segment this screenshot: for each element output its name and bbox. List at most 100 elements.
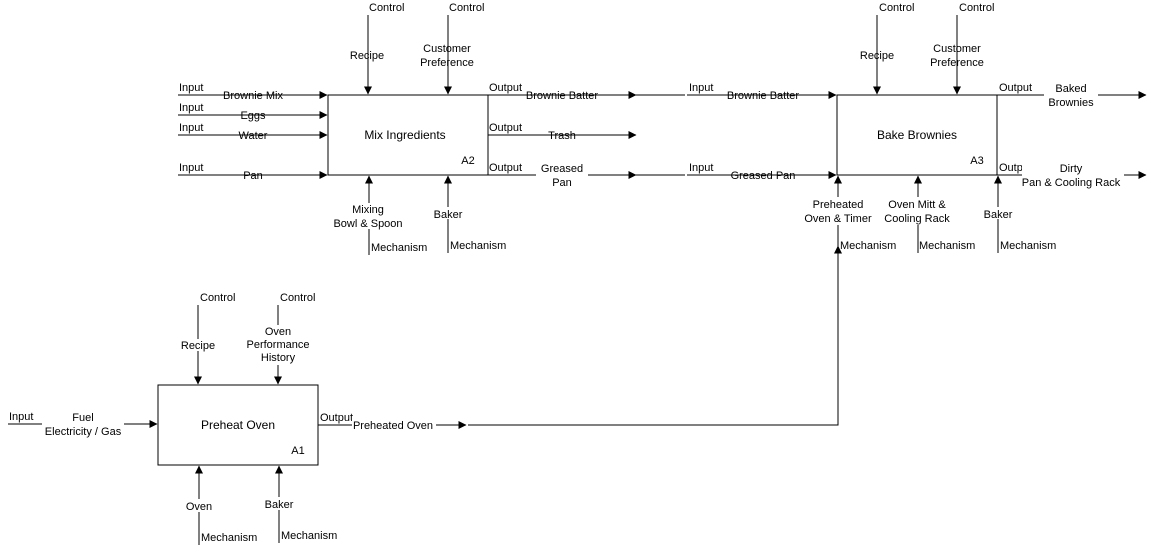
a2-output-greased-pan-label-1: Greased: [541, 163, 583, 175]
a2-input-eggs-role: Input: [179, 102, 203, 114]
a1-output-preheated-oven-label: Preheated Oven: [353, 420, 433, 432]
a3-mechanism-oven-timer-label-1: Preheated: [813, 199, 864, 211]
a1-mechanism-baker-label: Baker: [265, 499, 294, 511]
box-a3-title: Bake Brownies: [877, 128, 957, 142]
a1-mechanism-baker-role: Mechanism: [281, 530, 337, 542]
a1-mechanism-baker-label-bg: [263, 497, 297, 510]
a2-output-brownie-batter: Output Brownie Batter: [488, 82, 637, 102]
a2-output-greased-pan: Output Greased Pan: [488, 162, 637, 189]
a3-mechanism-baker: Baker Mechanism: [982, 175, 1056, 253]
a3-control-recipe: Control Recipe: [860, 2, 914, 95]
a2-input-pan-role: Input: [179, 162, 203, 174]
a2-output-trash-role: Output: [489, 122, 522, 134]
box-a1-id: A1: [291, 445, 304, 457]
a3-control-recipe-label: Recipe: [860, 50, 894, 62]
a2-input-brownie-mix-role: Input: [179, 82, 203, 94]
box-a1-title: Preheat Oven: [201, 418, 275, 432]
a2-mechanism-baker-role: Mechanism: [450, 240, 506, 252]
a2-control-preference-label-1: Customer: [423, 43, 471, 55]
a2-output-brownie-batter-label: Brownie Batter: [526, 90, 598, 102]
a2-control-recipe-label: Recipe: [350, 50, 384, 62]
box-a1: [157, 384, 319, 466]
a3-mechanism-mitt-label-2: Cooling Rack: [884, 213, 950, 225]
a1-control-history-label-3: History: [261, 352, 296, 364]
a2-input-water-label: Water: [239, 130, 268, 142]
process-a2: Mix Ingredients A2: [327, 94, 489, 176]
a1-control-recipe-label-bg: [179, 339, 219, 351]
a1-control-history-label-1: Oven: [265, 326, 291, 338]
a3-output-baked-brownies-label-2: Brownies: [1048, 97, 1094, 109]
a2-mechanism-bowl-label-2: Bowl & Spoon: [333, 218, 402, 230]
process-a3: Bake Brownies A3: [836, 94, 998, 176]
a2-input-eggs: Input Eggs: [178, 102, 328, 122]
a1-control-history-role: Control: [280, 292, 315, 304]
a2-input-brownie-mix: Input Brownie Mix: [178, 82, 328, 102]
a3-output-baked-brownies: Output Baked Brownies: [997, 82, 1147, 109]
a2-control-preference: Control Customer Preference: [420, 2, 484, 95]
a2-input-pan: Input Pan: [178, 162, 328, 182]
a2-input-pan-label: Pan: [243, 170, 263, 182]
a2-control-recipe-role: Control: [369, 2, 404, 14]
a2-control-preference-role: Control: [449, 2, 484, 14]
a2-mechanism-bowl-role: Mechanism: [371, 242, 427, 254]
a3-input-brownie-batter: Input Brownie Batter: [636, 82, 837, 102]
box-a2-title: Mix Ingredients: [364, 128, 445, 142]
a2-input-eggs-label: Eggs: [240, 110, 266, 122]
a1-mechanism-oven-role: Mechanism: [201, 532, 257, 544]
a3-control-preference-role: Control: [959, 2, 994, 14]
a1-mechanism-baker: Baker Mechanism: [263, 465, 337, 543]
a1-control-history-label-2: Performance: [247, 339, 310, 351]
a2-mechanism-baker-label-bg: [432, 207, 464, 219]
a2-output-trash-label: Trash: [548, 130, 576, 142]
a3-mechanism-baker-label-bg: [982, 207, 1014, 219]
a1-control-recipe-role: Control: [200, 292, 235, 304]
a3-input-brownie-batter-label: Brownie Batter: [727, 90, 799, 102]
a2-mechanism-baker-label: Baker: [434, 209, 463, 221]
a2-input-water: Input Water: [178, 122, 328, 142]
a3-mechanism-oven-timer-role: Mechanism: [840, 240, 896, 252]
a3-input-brownie-batter-role: Input: [689, 82, 713, 94]
a2-mechanism-bowl: Mixing Bowl & Spoon Mechanism: [332, 175, 427, 255]
a2-output-greased-pan-role: Output: [489, 162, 522, 174]
a3-mechanism-oven-timer: Preheated Oven & Timer Mechanism: [802, 175, 896, 255]
a3-mechanism-mitt-label-bg: [882, 197, 954, 225]
a3-output-baked-brownies-role: Output: [999, 82, 1032, 94]
a2-output-greased-pan-label-bg: [536, 164, 588, 188]
a2-mechanism-bowl-label-bg: [332, 203, 406, 229]
a3-output-baked-brownies-label-bg: [1044, 82, 1098, 108]
a1-mechanism-oven-label-bg: [185, 499, 215, 512]
a1-output-preheated-oven-role: Output: [320, 412, 353, 424]
a2-output-greased-pan-label-2: Pan: [552, 177, 572, 189]
a1-input-fuel-label-2: Electricity / Gas: [45, 426, 122, 438]
a2-output-brownie-batter-role: Output: [489, 82, 522, 94]
a3-control-preference: Control Customer Preference: [930, 2, 994, 95]
a3-mechanism-baker-label: Baker: [984, 209, 1013, 221]
box-a3-id: A3: [970, 155, 983, 167]
a3-input-greased-pan: Input Greased Pan: [636, 162, 837, 182]
a1-output-preheated-oven-label-bg: [352, 418, 436, 431]
a1-input-fuel-label-1: Fuel: [72, 412, 93, 424]
a2-input-water-role: Input: [179, 122, 203, 134]
a3-input-greased-pan-label: Greased Pan: [731, 170, 796, 182]
box-a3: [836, 94, 998, 176]
process-a1: Preheat Oven A1: [157, 384, 319, 466]
a1-input-fuel: Input Fuel Electricity / Gas: [8, 411, 158, 438]
a2-mechanism-bowl-label-1: Mixing: [352, 204, 384, 216]
a1-control-history: Control Oven Performance History: [244, 292, 315, 385]
preheated-oven-connector: [468, 245, 842, 426]
a3-control-recipe-role: Control: [879, 2, 914, 14]
a3-output-dirty: Output Dirty Pan & Cooling Rack: [997, 162, 1147, 189]
a1-output-preheated-oven: Output Preheated Oven: [318, 245, 842, 432]
a3-control-preference-label-1: Customer: [933, 43, 981, 55]
a3-control-preference-label-2: Preference: [930, 57, 984, 69]
a3-input-greased-pan-role: Input: [689, 162, 713, 174]
a3-mechanism-baker-role: Mechanism: [1000, 240, 1056, 252]
a1-mechanism-oven-label: Oven: [186, 501, 212, 513]
a3-mechanism-mitt: Oven Mitt & Cooling Rack Mechanism: [882, 175, 975, 253]
a1-control-recipe-label: Recipe: [181, 340, 215, 352]
a1-input-fuel-label-bg: [42, 411, 124, 438]
a3-output-dirty-label-1: Dirty: [1060, 163, 1083, 175]
a2-mechanism-baker: Baker Mechanism: [432, 175, 506, 253]
a2-output-trash: Output Trash: [488, 122, 637, 142]
